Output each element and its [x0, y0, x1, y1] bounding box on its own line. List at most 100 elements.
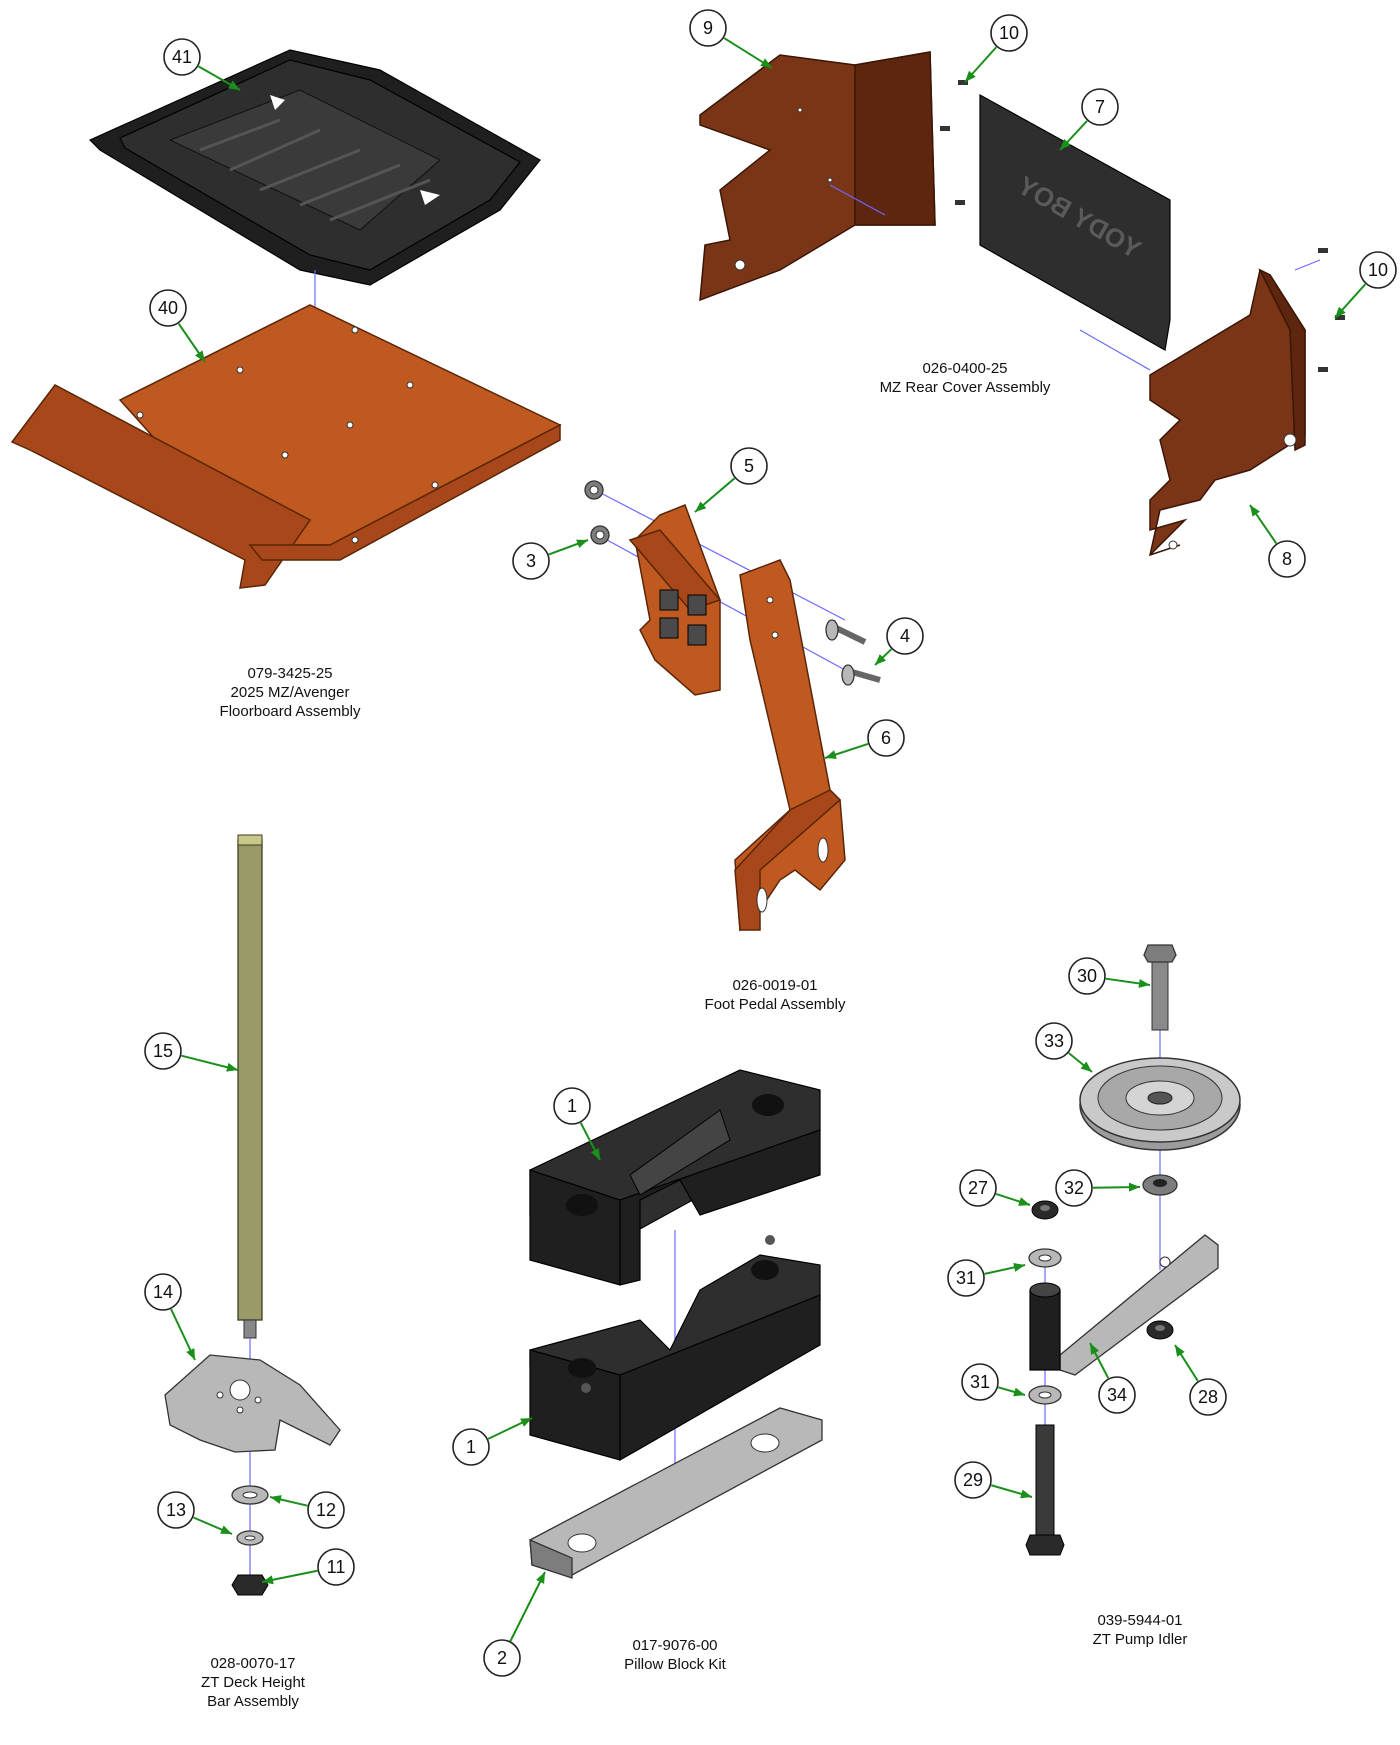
- rear-cover-left-panel: [699, 51, 936, 302]
- leader-arrowhead: [1128, 1182, 1140, 1192]
- floorboard-model: 2025 MZ/Avenger: [231, 684, 350, 701]
- callout-number: 1: [466, 1437, 476, 1457]
- callout-bubble: [1081, 88, 1119, 126]
- leader-arrowhead: [875, 654, 887, 665]
- flange-nut: [1031, 1200, 1059, 1220]
- callout-2: 2: [483, 1571, 546, 1677]
- leader-arrowhead: [1080, 1061, 1092, 1072]
- leader-arrowhead: [965, 70, 976, 82]
- callout-29: 29: [954, 1461, 1033, 1499]
- pillow-block-base-plate: [529, 1407, 823, 1579]
- height-bar-rod: [237, 834, 263, 1339]
- callout-bubble: [867, 719, 905, 757]
- leader-arrowhead: [186, 1348, 195, 1360]
- rear-cover-assembly: YODY BOY 026-0400-25 MZ Rear Cover Assem…: [699, 51, 1345, 557]
- pillow-block-part-number: 017-9076-00: [632, 1637, 717, 1654]
- callout-number: 3: [526, 551, 536, 571]
- pedal-arm: [734, 559, 846, 932]
- callout-bubble: [1359, 251, 1397, 289]
- callout-bubble: [947, 1259, 985, 1297]
- washer: [1028, 1248, 1062, 1268]
- callout-5: 5: [694, 447, 768, 513]
- callout-number: 33: [1044, 1031, 1064, 1051]
- floor-plate: [10, 304, 562, 589]
- leader-arrowhead: [270, 1495, 282, 1504]
- callout-bubble: [990, 14, 1028, 52]
- leader-arrowhead: [228, 80, 240, 90]
- screw: [1335, 315, 1345, 320]
- callout-number: 8: [1282, 549, 1292, 569]
- rear-cover-title: MZ Rear Cover Assembly: [880, 379, 1051, 396]
- callout-15: 15: [144, 1032, 239, 1072]
- nut: [584, 480, 604, 500]
- callout-number: 1: [567, 1096, 577, 1116]
- pump-idler-assembly: 039-5944-01 ZT Pump Idler: [1025, 944, 1241, 1648]
- callout-12: 12: [269, 1491, 345, 1529]
- leader-arrowhead: [825, 750, 837, 759]
- callout-bubble: [1189, 1378, 1227, 1416]
- callout-bubble: [157, 1491, 195, 1529]
- callout-bubble: [317, 1548, 355, 1586]
- rear-cover-part-number: 026-0400-25: [922, 360, 1007, 377]
- callout-33: 33: [1035, 1022, 1093, 1073]
- callout-number: 29: [963, 1470, 983, 1490]
- callout-8: 8: [1249, 504, 1306, 578]
- leader-arrowhead: [590, 1148, 600, 1160]
- leader-arrowhead: [1013, 1387, 1025, 1397]
- callout-bubble: [144, 1273, 182, 1311]
- pillow-block-title: Pillow Block Kit: [624, 1656, 727, 1673]
- deck-height-bar-assembly: 028-0070-17 ZT Deck Height Bar Assembly: [164, 834, 341, 1710]
- screw: [1318, 248, 1328, 253]
- idler-bolt: [1143, 944, 1177, 1031]
- callout-6: 6: [824, 719, 905, 759]
- callout-bubble: [1055, 1169, 1093, 1207]
- callout-number: 27: [968, 1178, 988, 1198]
- callout-bubble: [954, 1461, 992, 1499]
- callout-bubble: [149, 289, 187, 327]
- callout-11: 11: [261, 1548, 355, 1586]
- leader-arrowhead: [1335, 306, 1346, 318]
- lock-washer: [236, 1530, 264, 1546]
- callout-bubble: [961, 1363, 999, 1401]
- callout-bubble: [1268, 540, 1306, 578]
- callout-number: 4: [900, 626, 910, 646]
- callout-32: 32: [1055, 1169, 1141, 1207]
- callout-9: 9: [689, 9, 773, 69]
- screw: [1318, 367, 1328, 372]
- callout-number: 2: [497, 1648, 507, 1668]
- callout-number: 32: [1064, 1178, 1084, 1198]
- callout-number: 7: [1095, 97, 1105, 117]
- callout-bubble: [959, 1169, 997, 1207]
- leader-arrowhead: [1175, 1345, 1185, 1357]
- idler-pulley: [1079, 1057, 1241, 1151]
- pedal-pad: [628, 504, 722, 696]
- pillow-block-kit: 017-9076-00 Pillow Block Kit: [529, 1069, 823, 1673]
- callout-31: 31: [961, 1363, 1026, 1401]
- height-plate: [164, 1354, 341, 1453]
- callout-bubble: [144, 1032, 182, 1070]
- rear-cover-plate: YODY BOY: [979, 93, 1171, 351]
- callout-bubble: [1035, 1022, 1073, 1060]
- leader-line: [509, 1571, 546, 1642]
- leader-arrowhead: [1020, 1489, 1032, 1499]
- leader-arrowhead: [1090, 1343, 1100, 1355]
- foot-pedal-title: Foot Pedal Assembly: [705, 996, 846, 1013]
- callout-4: 4: [874, 617, 924, 666]
- leader-arrowhead: [1250, 505, 1260, 517]
- callout-bubble: [452, 1428, 490, 1466]
- callout-bubble: [163, 38, 201, 76]
- leader-arrowhead: [1013, 1262, 1025, 1272]
- washer: [231, 1485, 269, 1505]
- callout-bubble: [307, 1491, 345, 1529]
- callout-41: 41: [163, 38, 241, 91]
- rear-cover-right-panel: [1148, 268, 1306, 557]
- callout-number: 11: [327, 1557, 346, 1577]
- callout-number: 10: [999, 23, 1019, 43]
- floor-mat: [88, 49, 541, 286]
- flange-nut: [1146, 1320, 1174, 1340]
- leader-arrowhead: [195, 350, 205, 362]
- callout-3: 3: [512, 539, 589, 580]
- foot-pedal-assembly: 026-0019-01 Foot Pedal Assembly: [584, 480, 881, 1013]
- callout-31: 31: [947, 1259, 1026, 1297]
- pivot-bolt: [1025, 1424, 1065, 1556]
